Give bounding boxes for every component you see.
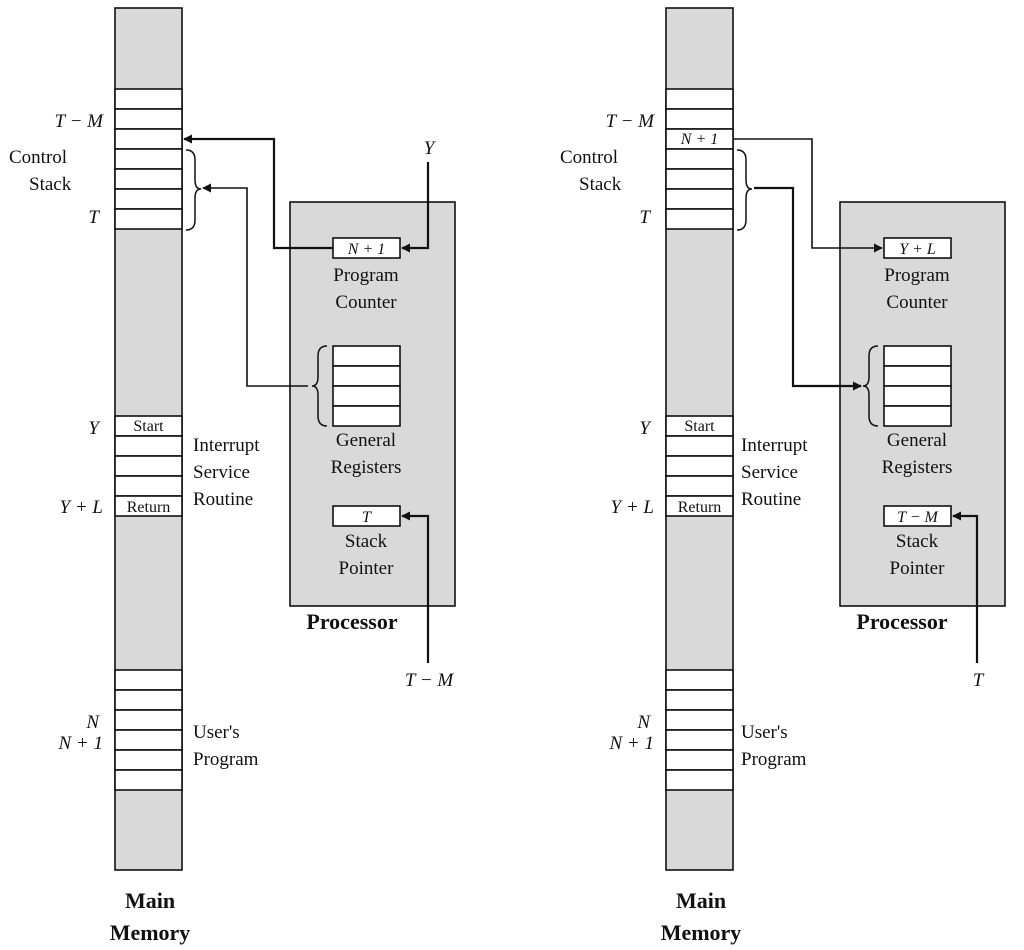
addr-n-plus-1: N + 1: [58, 733, 104, 754]
general-registers-brace: [862, 345, 879, 427]
stack-to-registers-arrow: [754, 186, 862, 391]
program-counter-label-1: Program: [884, 265, 950, 286]
control-stack-slots: [114, 88, 183, 230]
registers-to-stack-arrow: [202, 183, 308, 387]
isr-start-cell: Start: [133, 418, 164, 435]
isr-label-1: Interrupt: [741, 435, 808, 456]
isr-return-cell: Return: [127, 499, 171, 516]
general-registers-label-1: General: [336, 430, 396, 451]
main-memory-title-1: Main: [125, 888, 175, 913]
control-stack-label-1: Control: [9, 147, 67, 168]
pc-to-stack-arrow: [183, 134, 333, 250]
program-counter-register: [883, 237, 952, 259]
addr-n: N: [636, 712, 651, 733]
general-registers: [883, 345, 952, 427]
pc-input-label: Y: [424, 138, 437, 159]
user-program-slots: [665, 669, 734, 791]
program-counter-value: N + 1: [347, 241, 385, 258]
user-program-slots: [114, 669, 183, 791]
stack-pointer-value: T: [362, 509, 372, 526]
addr-y-plus-l: Y + L: [60, 497, 103, 518]
program-counter-label-2: Counter: [886, 292, 948, 313]
addr-y-plus-l: Y + L: [611, 497, 654, 518]
program-counter-label-2: Counter: [335, 292, 397, 313]
main-memory-title-2: Memory: [110, 920, 191, 945]
user-program-label-2: Program: [193, 749, 259, 770]
sp-input-label: T: [973, 670, 985, 691]
main-memory-title-2: Memory: [661, 920, 742, 945]
addr-n-plus-1: N + 1: [609, 733, 655, 754]
isr-slots: [665, 415, 734, 517]
control-stack-label-2: Stack: [579, 174, 622, 195]
control-stack-brace: [736, 149, 753, 231]
isr-label-1: Interrupt: [193, 435, 260, 456]
addr-t: T: [88, 207, 100, 228]
isr-label-3: Routine: [193, 489, 253, 510]
isr-label-3: Routine: [741, 489, 801, 510]
diagram-before: Start Return T − M Control Stack T Y Y +…: [9, 7, 456, 945]
control-stack-label-1: Control: [560, 147, 618, 168]
program-counter-value: Y + L: [899, 241, 936, 258]
addr-n: N: [85, 712, 100, 733]
stack-pointer-register: [332, 505, 401, 527]
stack-to-pc-arrow: [733, 138, 883, 253]
addr-t-minus-m: T − M: [606, 111, 656, 132]
y-to-pc-arrow: [401, 162, 430, 253]
user-program-label-1: User's: [193, 722, 240, 743]
t-to-sp-arrow: [952, 511, 979, 663]
control-stack-label-2: Stack: [29, 174, 72, 195]
stack-pointer-label-1: Stack: [345, 531, 388, 552]
addr-t-minus-m: T − M: [55, 111, 105, 132]
isr-label-2: Service: [741, 462, 798, 483]
processor-title: Processor: [856, 609, 947, 634]
isr-slots: [114, 415, 183, 517]
isr-label-2: Service: [193, 462, 250, 483]
stack-top-cell: N + 1: [680, 131, 718, 148]
general-registers-label-1: General: [887, 430, 947, 451]
general-registers-label-2: Registers: [882, 457, 953, 478]
program-counter-label-1: Program: [333, 265, 399, 286]
stack-pointer-label-1: Stack: [896, 531, 939, 552]
general-registers-label-2: Registers: [331, 457, 402, 478]
stack-pointer-label-2: Pointer: [890, 558, 946, 579]
control-stack-slots: [665, 88, 734, 230]
stack-pointer-value: T − M: [897, 509, 939, 526]
control-stack-brace: [185, 149, 202, 231]
user-program-label-1: User's: [741, 722, 788, 743]
general-registers-brace: [311, 345, 328, 427]
general-registers: [332, 345, 401, 427]
addr-y: Y: [88, 418, 101, 439]
addr-y: Y: [639, 418, 652, 439]
isr-return-cell: Return: [678, 499, 722, 516]
stack-pointer-label-2: Pointer: [339, 558, 395, 579]
diagram-after: N + 1 Start Return T − M Control Stack T…: [560, 7, 1006, 945]
sp-input-label: T − M: [405, 670, 455, 691]
processor-title: Processor: [306, 609, 397, 634]
main-memory-title-1: Main: [676, 888, 726, 913]
user-program-label-2: Program: [741, 749, 807, 770]
stack-pointer-register: [883, 505, 952, 527]
isr-start-cell: Start: [684, 418, 715, 435]
addr-t: T: [639, 207, 651, 228]
t-minus-m-to-sp-arrow: [401, 511, 430, 663]
